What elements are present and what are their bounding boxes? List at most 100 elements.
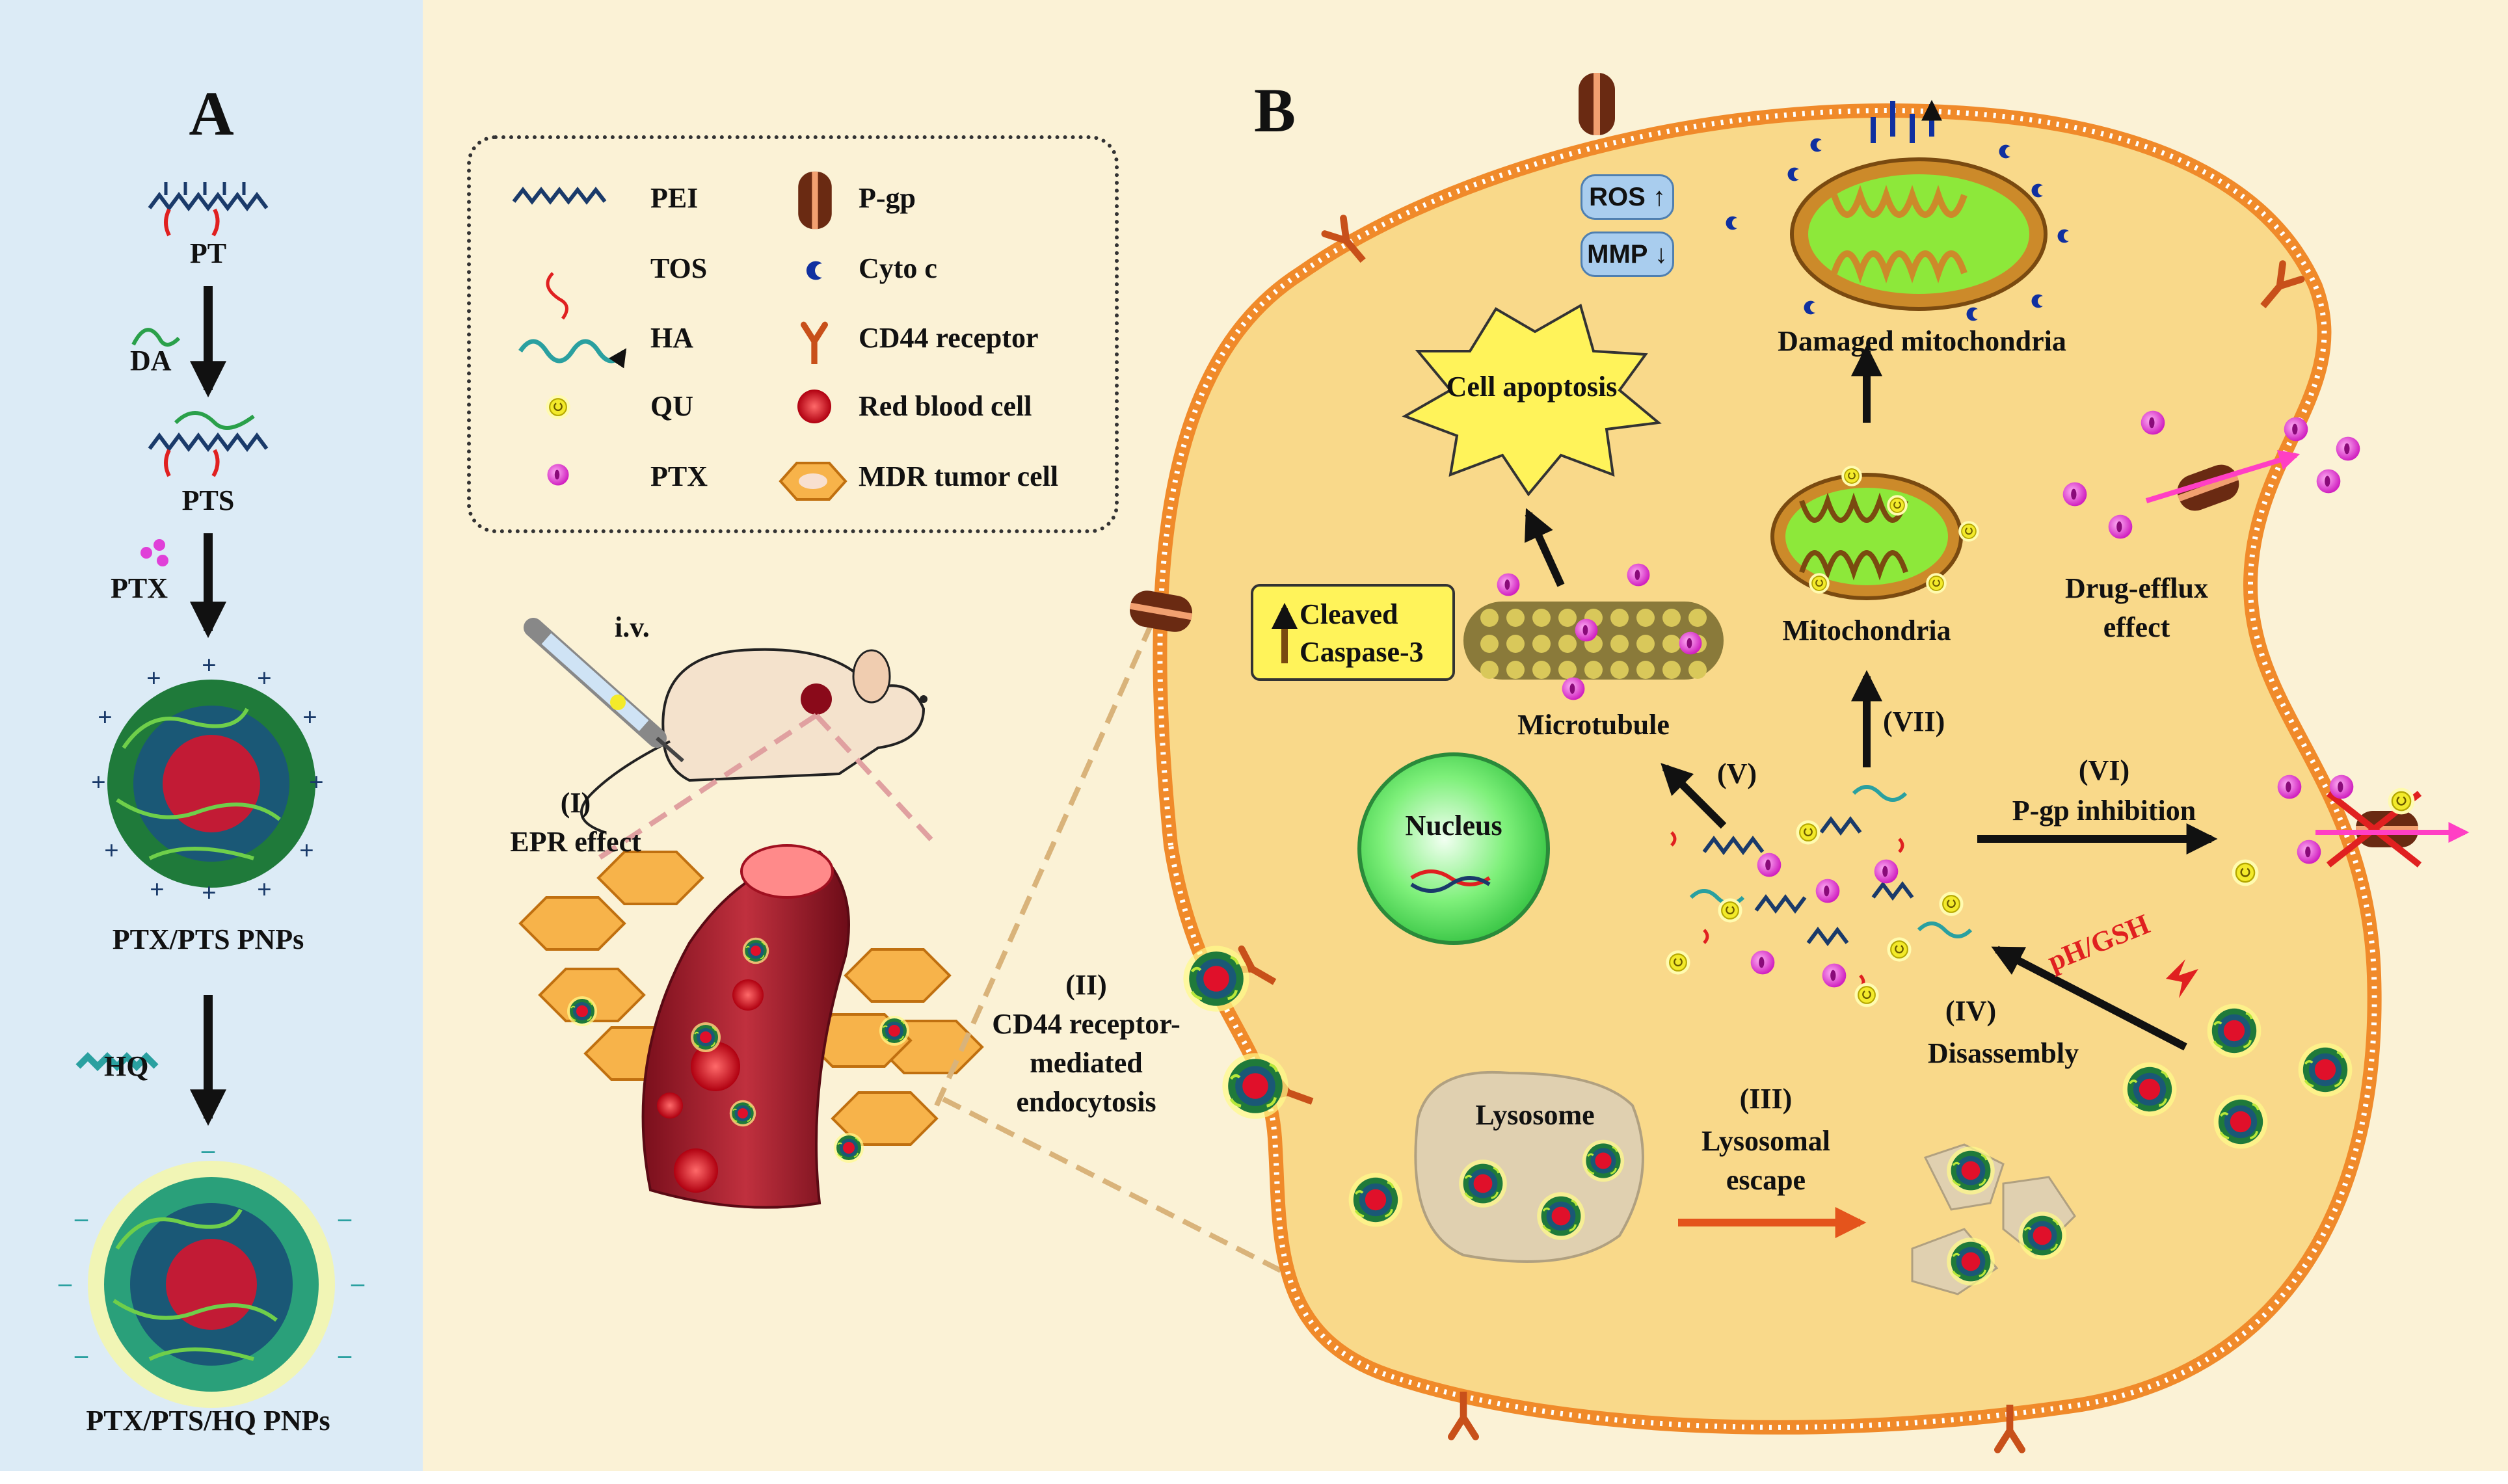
zoom-lines-tissue: [934, 623, 1341, 1303]
legend-pgp: P-gp: [859, 182, 916, 214]
red-blood-cell-icon: [797, 390, 831, 423]
lightning-icon: [2166, 959, 2198, 998]
syringe-icon: [524, 618, 684, 763]
legend-cd44: CD44 receptor: [859, 322, 1039, 354]
nucleus-label: Nucleus: [1405, 810, 1502, 841]
epr-label: EPR effect: [510, 826, 641, 858]
mmp-pill: MMP ↓: [1581, 232, 1674, 277]
drug-efflux-line1: Drug-efflux: [2065, 572, 2208, 604]
drug-efflux-line2: effect: [2103, 611, 2170, 643]
cleaved-line2: Caspase-3: [1300, 636, 1424, 668]
arrow-v: [1661, 763, 1727, 829]
plus-sign: +: [309, 767, 324, 797]
epr-number: (I): [560, 787, 591, 819]
hq-icon: [75, 1052, 159, 1072]
mdr-tumor-cell-icon: [779, 462, 847, 501]
minus-sign: –: [75, 1203, 88, 1232]
panel-a-title: A: [189, 79, 234, 148]
cd44-number: (II): [1065, 969, 1107, 1001]
legend-pei: PEI: [650, 182, 699, 214]
plus-sign: +: [146, 663, 161, 693]
minus-sign: –: [338, 1340, 351, 1369]
legend-mdr: MDR tumor cell: [859, 460, 1059, 492]
ptx-label-a: PTX: [111, 572, 168, 604]
lysosomal-line1: Lysosomal: [1701, 1125, 1831, 1157]
cd44-line3: endocytosis: [1016, 1086, 1156, 1118]
minus-sign: –: [338, 1203, 351, 1232]
legend-box: [467, 135, 1119, 533]
legend-ha: HA: [650, 322, 693, 354]
ha-icon: [518, 339, 627, 369]
pei-icon: [512, 187, 607, 205]
microtubule: [1463, 563, 1724, 700]
pt-polymer: [148, 182, 269, 237]
legend-rbc: Red blood cell: [859, 390, 1032, 422]
legend-cytoc: Cyto c: [859, 252, 937, 284]
mitochondria: [1770, 465, 1980, 600]
mdr-tumor-cell: [1153, 103, 2382, 1435]
ros-pill: ROS ↑: [1581, 174, 1674, 220]
escaped-lysosome-fragments: [1911, 1143, 2076, 1295]
step-vii-label: (VII): [1883, 706, 1945, 737]
panel-b-title: B: [1253, 75, 1296, 145]
step-iii-label: (III): [1739, 1083, 1793, 1115]
damaged-mitochondria: [1726, 101, 2069, 321]
microtubule-label: Microtubule: [1517, 709, 1670, 741]
ptx-pts-pnps-label: PTX/PTS PNPs: [112, 923, 304, 955]
da-label: DA: [130, 345, 172, 377]
nucleus: [1357, 752, 1550, 945]
lysosome: [1414, 1070, 1644, 1263]
mouse-illustration: [580, 648, 927, 834]
zoom-lines-mouse: [596, 713, 939, 861]
plus-sign: +: [202, 878, 217, 907]
ptx-pts-pnp: [107, 680, 315, 888]
cd44-line2: mediated: [1030, 1047, 1143, 1079]
step-iv-label: (IV): [1945, 995, 1997, 1027]
minus-sign: –: [75, 1340, 88, 1369]
ptx-pts-hq-pnps-label: PTX/PTS/HQ PNPs: [86, 1405, 330, 1437]
disassembly-label: Disassembly: [1927, 1037, 2079, 1069]
mitochondria-label: Mitochondria: [1782, 615, 1951, 646]
plus-sign: +: [104, 836, 119, 865]
step-v-label: (V): [1717, 758, 1757, 789]
lysosomal-line2: escape: [1726, 1164, 1806, 1196]
ptx-dots-icon: [140, 539, 168, 566]
minus-sign: –: [202, 1135, 215, 1164]
plus-sign: +: [150, 875, 165, 904]
legend-qu: QU: [650, 390, 693, 422]
iv-label: i.v.: [615, 611, 650, 643]
disassembled-mixture: [1665, 785, 1973, 1008]
plus-sign: +: [98, 702, 113, 732]
da-icon: [131, 328, 181, 347]
plus-sign: +: [257, 663, 272, 693]
panel-a-scheme: [75, 182, 335, 1408]
pt-label: PT: [189, 237, 227, 269]
plus-sign: +: [302, 702, 317, 732]
pts-label: PTS: [181, 484, 235, 516]
step-vi-label: (VI): [2078, 754, 2130, 786]
tos-icon: [546, 272, 568, 320]
minus-sign: –: [351, 1268, 364, 1297]
pgp-top: [1579, 73, 1615, 135]
legend-ptx: PTX: [650, 460, 708, 492]
efflux-arrow: [2145, 450, 2301, 503]
pgp-inhibition-label: P-gp inhibition: [2012, 795, 2196, 827]
hq-label: HQ: [104, 1050, 149, 1082]
minus-sign: –: [59, 1268, 72, 1297]
lysosome-label: Lysosome: [1475, 1099, 1595, 1131]
plus-sign: +: [91, 767, 106, 797]
pts-polymer: [148, 411, 269, 477]
plus-sign: +: [299, 836, 314, 865]
cell-apoptosis-label: Cell apoptosis: [1446, 371, 1618, 403]
cell-body: [1153, 103, 2382, 1435]
legend-icons: [512, 171, 847, 501]
cleaved-line1: Cleaved: [1300, 598, 1398, 630]
legend-tos: TOS: [650, 252, 708, 284]
ptx-pts-hq-pnp: [88, 1161, 335, 1408]
arrow-to-apoptosis: [1525, 508, 1565, 587]
plus-sign: +: [257, 875, 272, 904]
apoptosis-starburst: [1402, 303, 1662, 497]
cleaved-caspase-box: [1251, 584, 1455, 681]
arrow-iv: [1991, 946, 2187, 1051]
